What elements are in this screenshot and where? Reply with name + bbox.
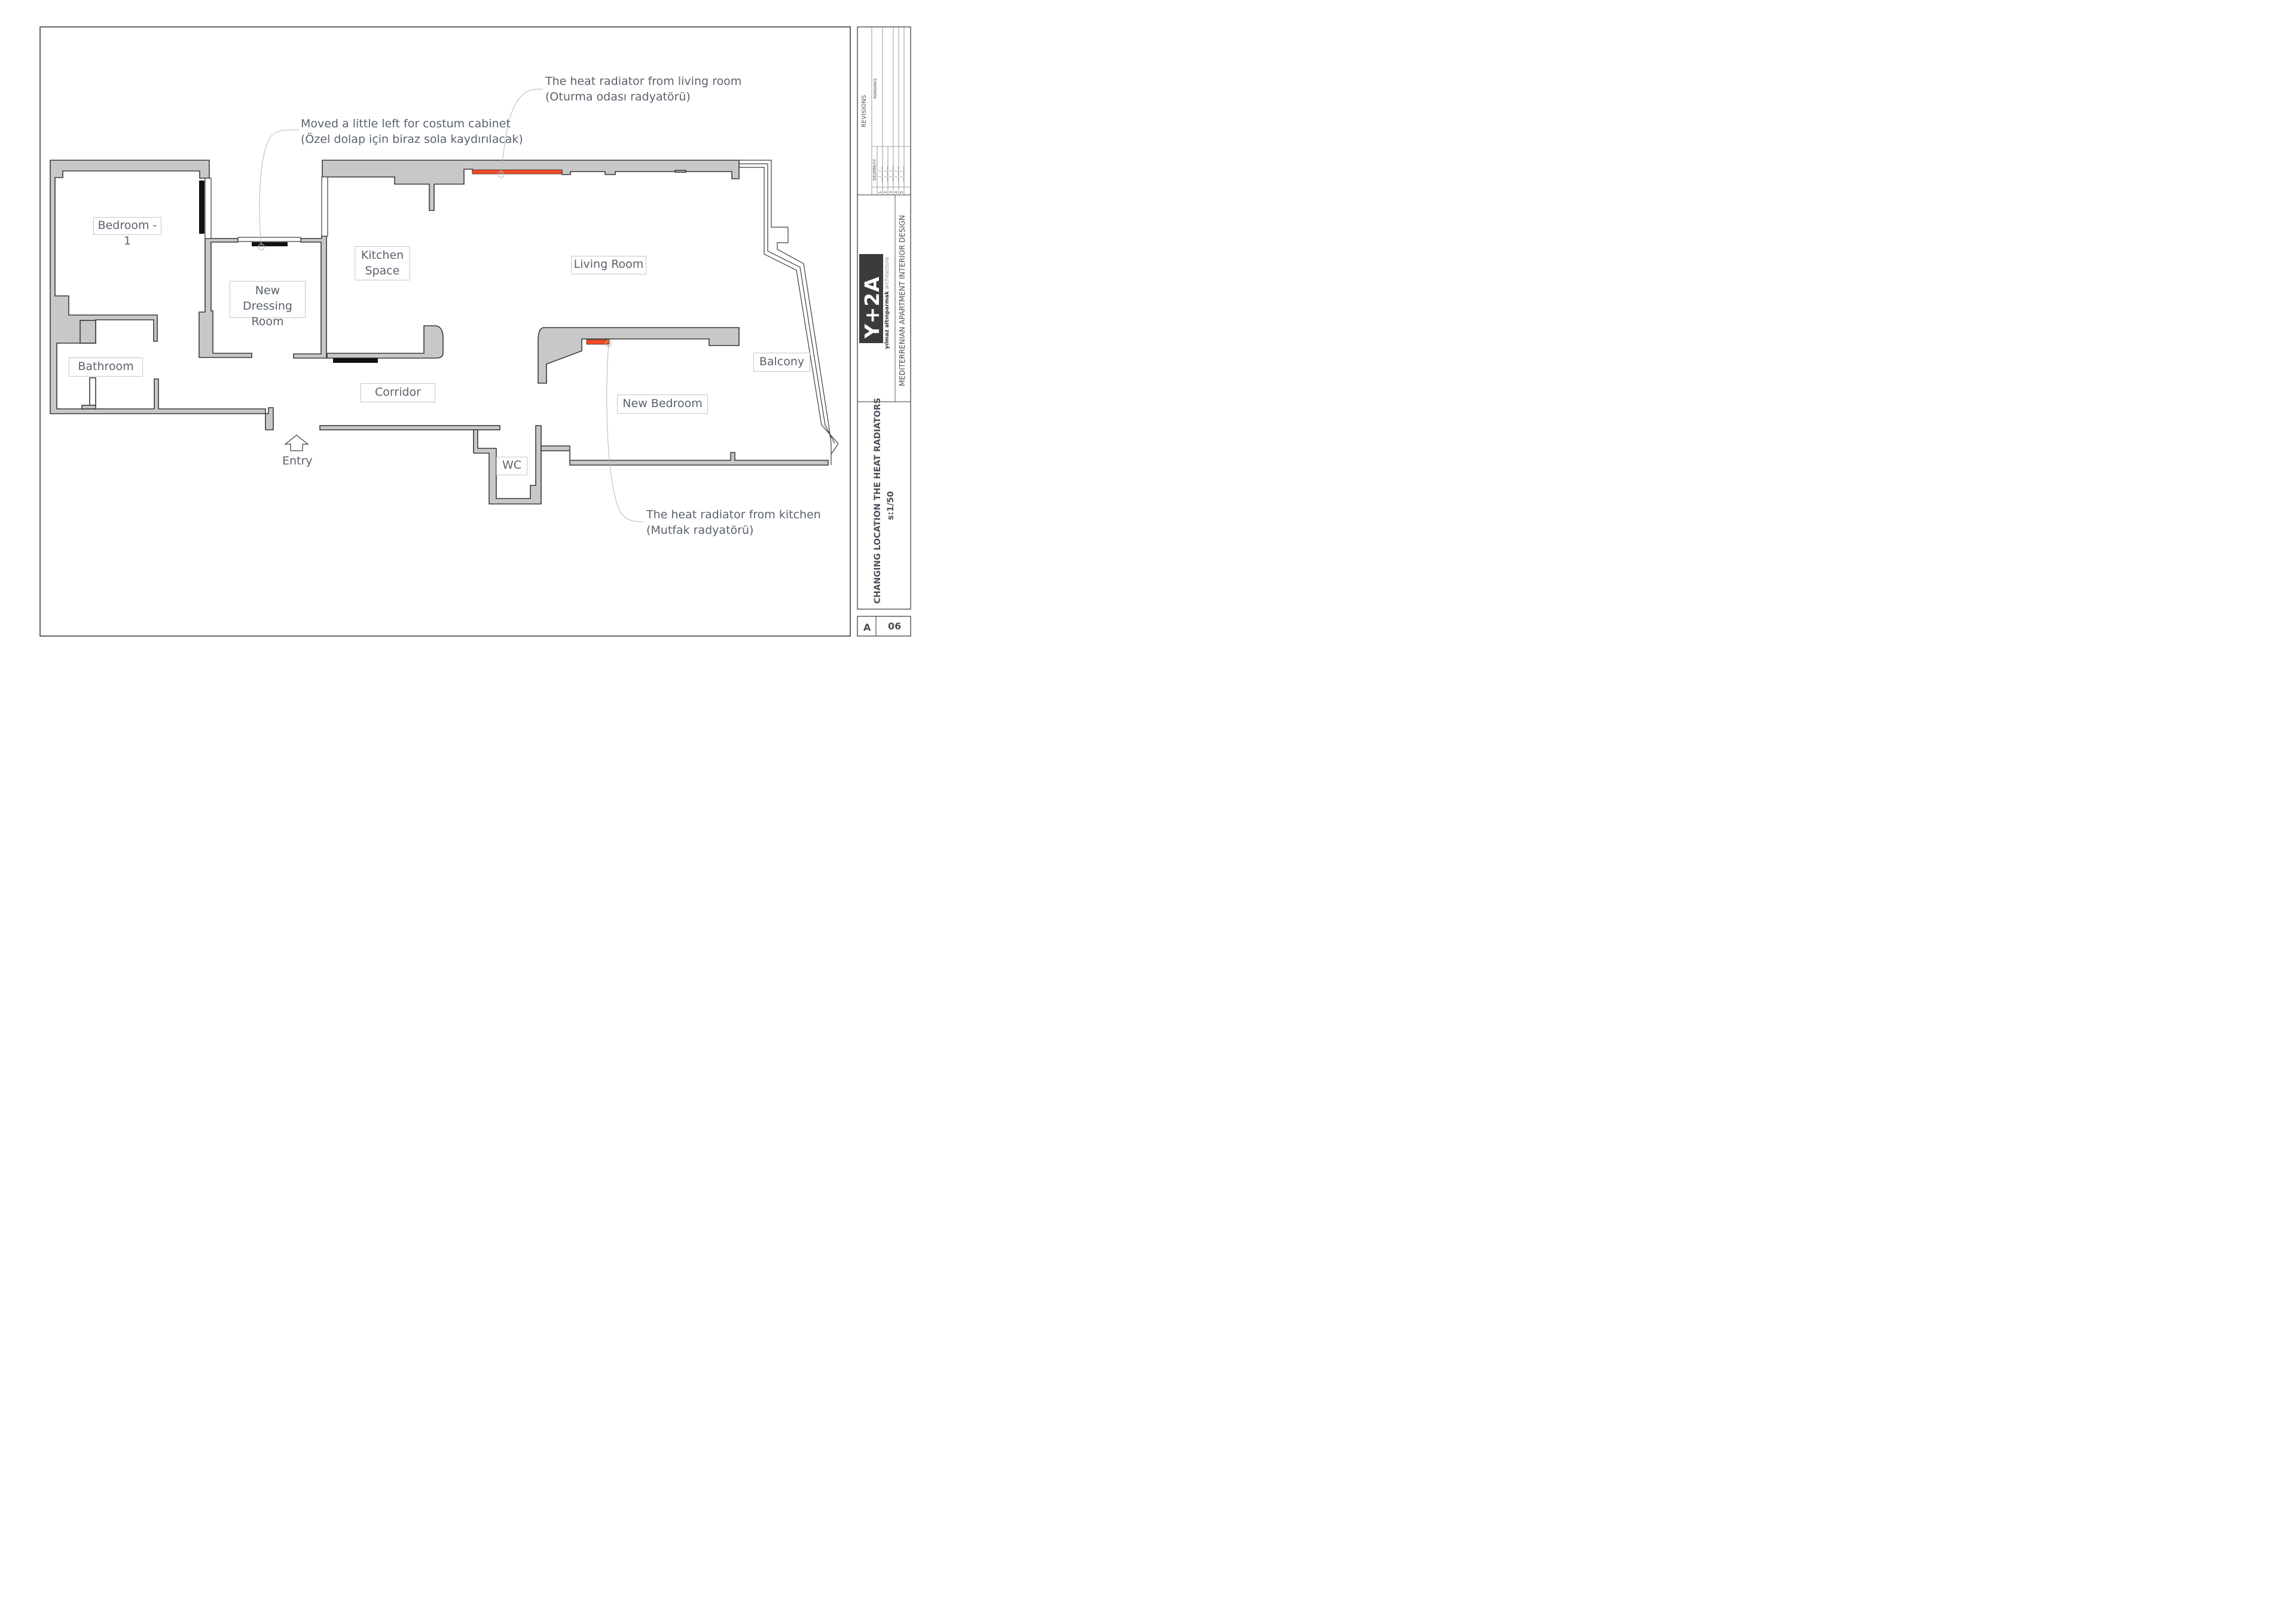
corridor-south-wall [319, 425, 500, 430]
firm-type-text: architecture [884, 256, 890, 289]
room-label-wc: WC [496, 457, 527, 475]
revision-date-4: __/__/__ [894, 166, 899, 182]
bathroom-fixture [89, 377, 96, 406]
revision-number-2: 2 [883, 191, 888, 194]
revisions-grid [871, 27, 911, 195]
firm-name-text: yılmaz altınparmak [884, 291, 890, 349]
revisions-heading: REVISIONS [861, 94, 868, 127]
room-label-kitchen: Kitchen Space [355, 246, 410, 280]
firm-name: yılmaz altınparmak architecture [884, 256, 890, 349]
living-top-wall [322, 160, 740, 211]
note-moved-left-tr: (Özel dolap için biraz sola kaydırılacak… [301, 133, 523, 146]
room-label-living-room: Living Room [571, 256, 646, 274]
revision-number-5: 5 [899, 191, 904, 194]
note-moved-left: Moved a little left for costum cabinet (… [301, 116, 523, 147]
scale-label: s:1/50 [886, 491, 896, 520]
note-kitchen-radiator-en: The heat radiator from kitchen [646, 508, 821, 521]
room-label-dressing-room: New Dressing Room [230, 281, 306, 328]
room-label-bedroom-1: Bedroom - 1 [93, 217, 161, 247]
kitchen-radiator [586, 339, 610, 345]
bathroom-fill [80, 320, 96, 344]
bedroom-partition [538, 327, 740, 384]
bedroom-outer-wall [50, 160, 274, 430]
dressing-window [237, 237, 301, 242]
room-label-new-bedroom: New Bedroom [617, 395, 708, 414]
revision-date-5: __/__/__ [899, 166, 904, 182]
sheet-series: A [863, 622, 871, 633]
revision-number-1: 1 [878, 191, 883, 194]
entry-label: Entry [282, 454, 313, 467]
corridor-radiator [333, 358, 378, 363]
title-block-frame [857, 26, 911, 610]
floor-plan-drawing [39, 26, 911, 637]
note-kitchen-radiator-tr: (Mutfak radyatörü) [646, 524, 754, 537]
entry-arrow-icon [283, 435, 310, 451]
room-label-bathroom: Bathroom [69, 357, 143, 377]
revision-number-4: 4 [894, 191, 899, 194]
room-label-balcony: Balcony [753, 353, 810, 372]
note-living-radiator: The heat radiator from living room (Otur… [545, 74, 741, 105]
dressing-radiator [252, 242, 288, 246]
dressing-room-wall [199, 238, 252, 358]
walls [50, 160, 829, 505]
sheet-number-frame [857, 616, 911, 637]
room-label-corridor: Corridor [361, 383, 435, 402]
old-radiator-bedroom [199, 181, 204, 234]
bedroom-window [204, 178, 212, 239]
revision-date-2: __/__/__ [883, 166, 888, 182]
revision-number-3: 3 [889, 191, 893, 194]
leader-lines [258, 88, 644, 522]
wc-wall [473, 425, 542, 505]
revision-date-1: __/__/__ [878, 166, 883, 182]
project-title: MEDITERRENIAN APARTMENT INTERIOR DESIGN [898, 215, 906, 386]
kitchen-window [321, 176, 328, 237]
date-format-heading: DD/MM/YY [872, 158, 877, 181]
kitchen-counter [326, 325, 444, 359]
sheet-title: CHANGING LOCATION THE HEAT RADIATORS [873, 398, 883, 604]
note-living-radiator-tr: (Oturma odası radyatörü) [545, 90, 691, 103]
logo-background [859, 254, 883, 343]
bedroom-south-wall [541, 445, 829, 466]
revision-date-3: __/__/__ [889, 166, 893, 182]
note-living-radiator-en: The heat radiator from living room [545, 75, 742, 88]
sheet-number: 06 [888, 621, 902, 632]
logo-mark: Y+2A [860, 276, 884, 338]
balcony-railing [739, 160, 839, 465]
drawing-border [39, 26, 851, 637]
note-moved-left-en: Moved a little left for costum cabinet [301, 117, 511, 130]
note-kitchen-radiator: The heat radiator from kitchen (Mutfak r… [646, 507, 821, 538]
living-room-radiator [472, 169, 563, 175]
remarks-heading: REMARKS [873, 78, 878, 99]
